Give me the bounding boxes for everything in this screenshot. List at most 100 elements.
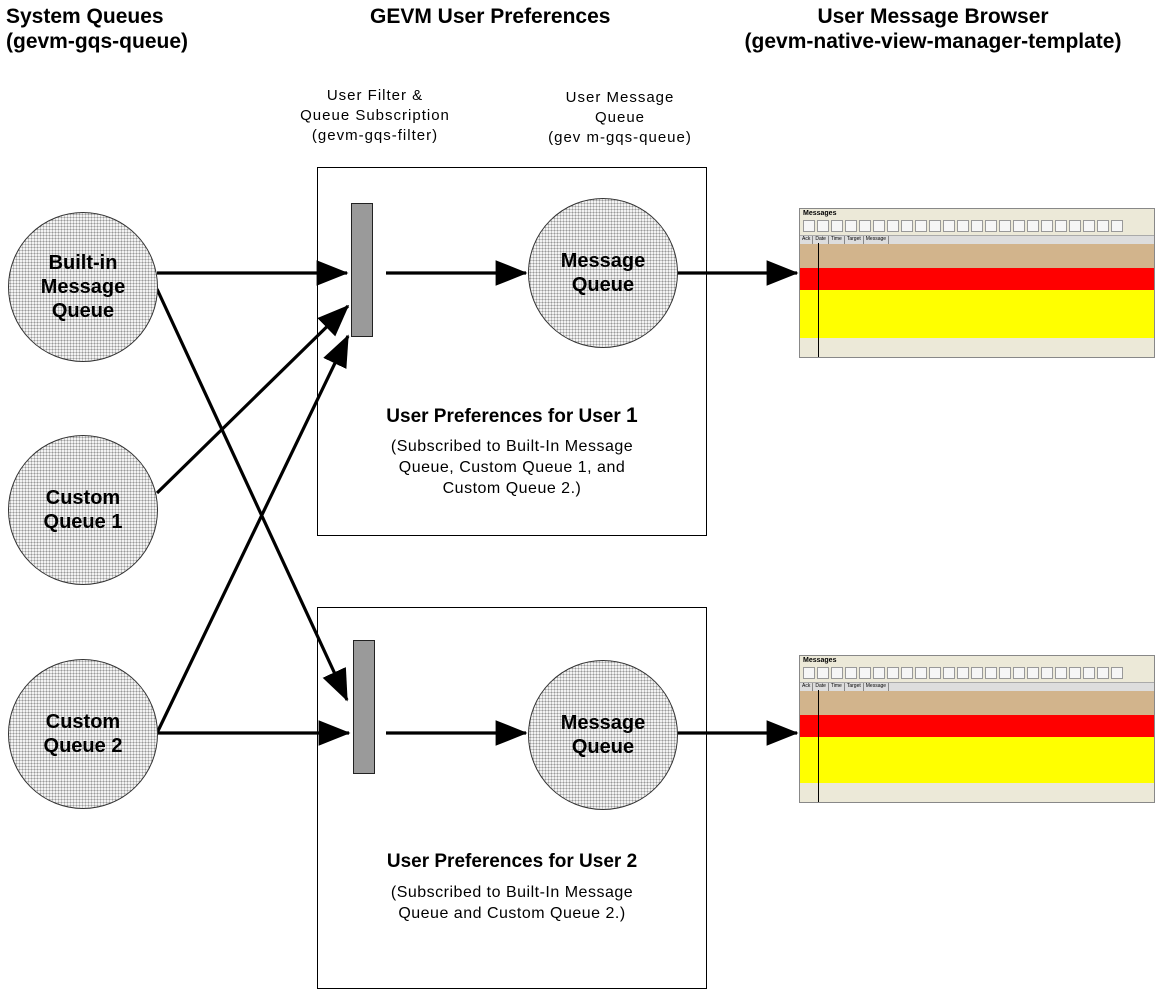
toolbar-icon[interactable] [957,220,969,232]
browser-title: Messages [803,210,837,217]
toolbar-icon[interactable] [1069,220,1081,232]
arrow-custom1-to-filter1 [155,304,350,495]
toolbar-icon[interactable] [1055,220,1067,232]
circle-text: Message [40,276,126,298]
toolbar-icon[interactable] [985,220,997,232]
user-filter-bar-1 [351,203,373,337]
toolbar-icon[interactable] [831,667,843,679]
custom-queue-2: Custom Queue 2 [8,659,158,809]
message-queue-label-line: (gev m-gqs-queue) [548,129,692,146]
custom-queue-1: Custom Queue 1 [8,435,158,585]
system-queues-title: System Queues (gevm-gqs-queue) [6,4,188,54]
browser-toolbar [800,666,1154,682]
browser-column-header: Ack Date Time Target Message [800,682,1154,691]
toolbar-icon[interactable] [1013,220,1025,232]
table-row[interactable] [800,268,1154,290]
toolbar-icon[interactable] [859,667,871,679]
toolbar-icon[interactable] [901,667,913,679]
table-row[interactable] [800,314,1154,338]
subtitle-line: Custom Queue 2.) [442,480,582,497]
user-preferences-title: GEVM User Preferences [370,5,611,28]
toolbar-icon[interactable] [999,667,1011,679]
toolbar-icon[interactable] [817,667,829,679]
toolbar-icon[interactable] [943,667,955,679]
arrow-builtin-to-filter2 [155,288,349,702]
user-prefs-title-text: User Preferences for User 2 [386,851,638,872]
column-header[interactable]: Target [845,683,864,691]
toolbar-icon[interactable] [1069,667,1081,679]
toolbar-icon[interactable] [1041,667,1053,679]
toolbar-icon[interactable] [1111,220,1123,232]
table-row[interactable] [800,290,1154,314]
table-row[interactable] [800,244,1154,268]
toolbar-icon[interactable] [873,220,885,232]
column-header[interactable]: Ack [800,683,814,691]
toolbar-icon[interactable] [943,220,955,232]
user-filter-bar-2 [353,640,375,774]
toolbar-icon[interactable] [845,220,857,232]
browser-toolbar [800,219,1154,235]
toolbar-icon[interactable] [915,667,927,679]
table-row[interactable] [800,691,1154,715]
toolbar-icon[interactable] [887,220,899,232]
circle-text: Built-in [48,252,118,274]
toolbar-icon[interactable] [971,220,983,232]
circle-text: Queue 1 [43,511,123,533]
subtitle-line: (Subscribed to Built-In Message [390,438,634,455]
toolbar-icon[interactable] [831,220,843,232]
column-header[interactable]: Message [864,683,890,691]
toolbar-icon[interactable] [901,220,913,232]
column-header[interactable]: Date [813,683,829,691]
subtitle-line: (Subscribed to Built-In Message [390,884,634,901]
filter-label-line: (gevm-gqs-filter) [311,127,439,144]
toolbar-icon[interactable] [971,667,983,679]
message-browser-thumbnail-2: Messages Ack Date Time Target Message [799,655,1155,803]
toolbar-icon[interactable] [1027,667,1039,679]
toolbar-icon[interactable] [1027,220,1039,232]
column-header[interactable]: Message [864,236,890,244]
table-row[interactable] [800,761,1154,783]
column-header[interactable]: Date [813,236,829,244]
toolbar-icon[interactable] [887,667,899,679]
browser-divider [818,243,819,357]
circle-text: Queue [51,300,115,322]
message-browser-subheading: (gevm-native-view-manager-template) [744,30,1122,53]
toolbar-icon[interactable] [873,667,885,679]
system-queues-subheading: (gevm-gqs-queue) [6,30,189,53]
browser-column-header: Ack Date Time Target Message [800,235,1154,244]
toolbar-icon[interactable] [1055,667,1067,679]
toolbar-icon[interactable] [999,220,1011,232]
toolbar-icon[interactable] [1097,220,1109,232]
subtitle-line: Queue, Custom Queue 1, and [398,459,626,476]
toolbar-icon[interactable] [1097,667,1109,679]
arrow-custom2-to-filter1 [155,334,350,734]
toolbar-icon[interactable] [817,220,829,232]
toolbar-icon[interactable] [803,220,815,232]
toolbar-icon[interactable] [1013,667,1025,679]
column-header[interactable]: Target [845,236,864,244]
filter-label-line: Queue Subscription [300,107,450,124]
toolbar-icon[interactable] [929,667,941,679]
column-header[interactable]: Time [829,236,845,244]
message-browser-thumbnail-1: Messages Ack Date Time Target Message [799,208,1155,358]
subtitle-line: Queue and Custom Queue 2.) [398,905,626,922]
toolbar-icon[interactable] [957,667,969,679]
table-row[interactable] [800,737,1154,761]
user-prefs-subtitle-1: (Subscribed to Built-In Message Queue, C… [317,436,707,499]
browser-divider [818,690,819,802]
toolbar-icon[interactable] [1083,667,1095,679]
toolbar-icon[interactable] [803,667,815,679]
column-header[interactable]: Ack [800,236,814,244]
toolbar-icon[interactable] [845,667,857,679]
toolbar-icon[interactable] [985,667,997,679]
message-browser-heading: User Message Browser [817,5,1049,28]
toolbar-icon[interactable] [915,220,927,232]
toolbar-icon[interactable] [1041,220,1053,232]
table-row[interactable] [800,715,1154,737]
toolbar-icon[interactable] [859,220,871,232]
toolbar-icon[interactable] [1111,667,1123,679]
toolbar-icon[interactable] [1083,220,1095,232]
toolbar-icon[interactable] [929,220,941,232]
column-header[interactable]: Time [829,683,845,691]
